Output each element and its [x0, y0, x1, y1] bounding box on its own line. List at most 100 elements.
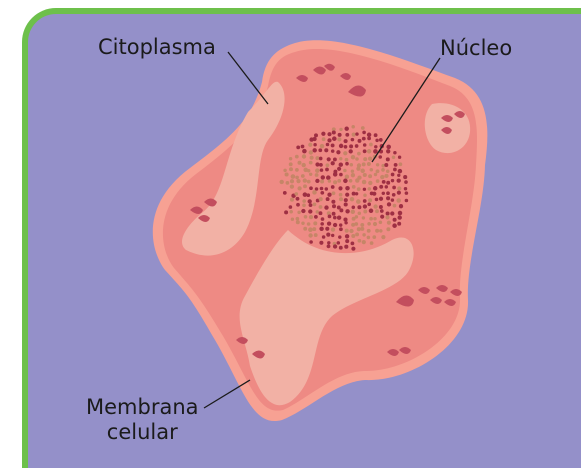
nucleus-dot [339, 208, 343, 212]
nucleus-dot [373, 204, 377, 208]
nucleus-dot [326, 232, 330, 236]
nucleus-dot [367, 149, 372, 154]
nucleus-dot [294, 192, 298, 196]
nucleus-dot [381, 235, 385, 239]
nucleus-dot [283, 169, 286, 172]
nucleus-dot [302, 199, 306, 203]
nucleus-dot [296, 203, 300, 207]
nucleus-dot [339, 246, 343, 250]
nucleus-dot [363, 194, 367, 198]
nucleus-dot [315, 168, 320, 173]
label-membrana-celular: Membrana celular [86, 396, 199, 444]
nucleus-dot [289, 167, 293, 171]
nucleus-dot [327, 244, 331, 248]
nucleus-dot [328, 215, 332, 219]
nucleus-dot [362, 131, 366, 135]
nucleus-dot [382, 180, 386, 184]
nucleus-dot [289, 205, 293, 209]
nucleus-dot [327, 132, 331, 136]
nucleus-dot [344, 245, 348, 249]
nucleus-dot [381, 168, 385, 172]
nucleus-dot [319, 205, 323, 209]
nucleus-dot [379, 155, 383, 159]
nucleus-dot [398, 215, 402, 219]
nucleus-dot [362, 137, 366, 141]
nucleus-dot [357, 205, 361, 209]
nucleus-dot [363, 204, 367, 208]
nucleus-dot [307, 222, 311, 226]
nucleus-dot [368, 174, 372, 178]
nucleus-dot [339, 128, 342, 131]
nucleus-dot [344, 126, 348, 130]
nucleus-dot [338, 186, 342, 190]
nucleus-dot [343, 179, 348, 184]
nucleus-dot [345, 234, 349, 238]
nucleus-dot [322, 137, 326, 141]
nucleus-dot [308, 227, 313, 232]
nucleus-dot [290, 179, 294, 183]
nucleus-dot [325, 227, 329, 231]
nucleus-dot [363, 157, 367, 161]
nucleus-dot [309, 240, 313, 244]
nucleus-dot [345, 162, 349, 166]
nucleus-dot [314, 133, 318, 137]
nucleus-dot [396, 198, 401, 203]
nucleus-dot [332, 212, 336, 216]
nucleus-dot [332, 191, 336, 195]
nucleus-dot [319, 227, 323, 231]
nucleus-dot [296, 197, 300, 201]
nucleus-dot [296, 217, 300, 221]
nucleus-dot [301, 209, 305, 213]
nucleus-dot [315, 156, 319, 160]
nucleus-dot [339, 193, 343, 197]
nucleus-dot [391, 198, 394, 201]
nucleus-dot [345, 229, 349, 233]
nucleus-dot [337, 215, 341, 219]
nucleus-dot [309, 186, 313, 190]
nucleus-dot [310, 156, 314, 160]
nucleus-dot [296, 179, 300, 183]
nucleus-dot [333, 244, 337, 248]
nucleus-dot [313, 143, 316, 146]
nucleus-dot [301, 145, 305, 149]
nucleus-dot [336, 150, 340, 154]
nucleus-dot [357, 152, 361, 156]
nucleus-dot [318, 148, 322, 152]
nucleus-dot [368, 181, 372, 185]
nucleus-dot [372, 235, 376, 239]
nucleus-dot [344, 202, 348, 206]
nucleus-dot [344, 145, 348, 149]
nucleus-dot [351, 125, 355, 129]
nucleus-dot [349, 179, 353, 183]
nucleus-dot [351, 234, 355, 238]
nucleus-dot [392, 156, 396, 160]
nucleus-dot [339, 197, 343, 201]
nucleus-dot [297, 161, 301, 165]
nucleus-dot [289, 162, 293, 166]
nucleus-dot [304, 215, 308, 219]
nucleus-dot [351, 169, 354, 172]
nucleus-dot [319, 211, 323, 215]
nucleus-dot [360, 223, 364, 227]
nucleus-dot [345, 174, 349, 178]
nucleus-dot [332, 130, 336, 134]
nucleus-dot [384, 174, 388, 178]
nucleus-dot [303, 227, 307, 231]
nucleus-dot [373, 186, 378, 191]
nucleus-dot [327, 138, 331, 142]
nucleus-dot [390, 211, 394, 215]
nucleus-dot [320, 168, 324, 172]
nucleus-dot [376, 163, 379, 166]
nucleus-dot [312, 148, 316, 152]
nucleus-dot [309, 150, 313, 154]
nucleus-dot [373, 149, 378, 154]
nucleus-dot [345, 158, 349, 162]
nucleus-dot [393, 218, 397, 222]
nucleus-dot [345, 193, 349, 197]
nucleus-dot [352, 185, 356, 189]
nucleus-dot [319, 157, 323, 161]
nucleus-dot [316, 210, 320, 214]
nucleus-dot [397, 178, 401, 182]
nucleus-dot [386, 170, 390, 174]
nucleus-dot [296, 220, 300, 224]
